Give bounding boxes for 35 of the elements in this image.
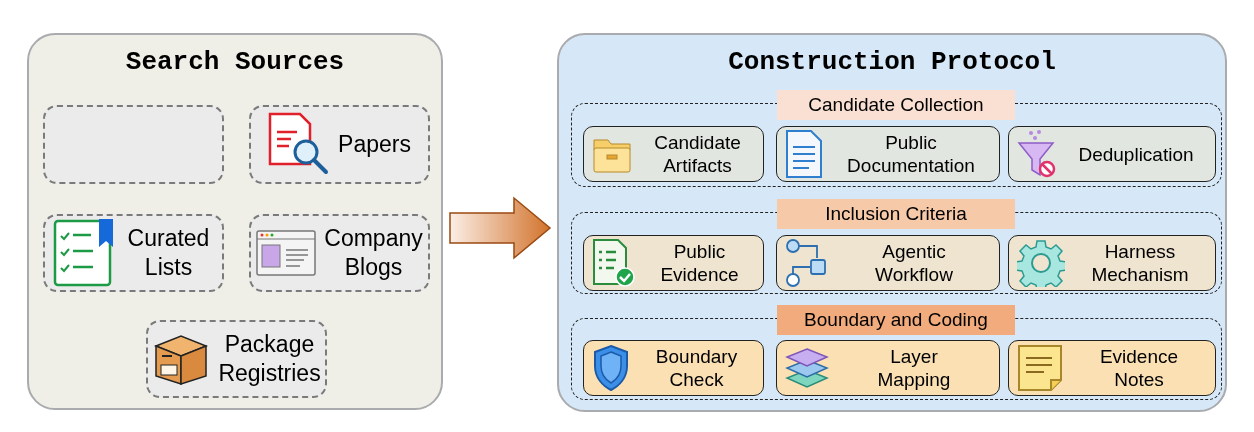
step-card (1008, 340, 1216, 396)
source-label: Package Registries (218, 330, 321, 388)
stage-heading: Boundary and Coding (777, 305, 1015, 335)
source-card (249, 214, 430, 292)
block-arrow (449, 196, 552, 260)
source-card (43, 214, 224, 292)
step-label: Agentic Workflow (874, 240, 954, 286)
step-card (776, 126, 1000, 182)
source-label: Company Blogs (324, 224, 423, 282)
panel (557, 33, 1227, 412)
step-label: Evidence Notes (1098, 345, 1180, 391)
empty-card (43, 105, 224, 184)
step-label: Harness Mechanism (1090, 240, 1190, 286)
stage-heading: Inclusion Criteria (777, 199, 1015, 229)
source-card (249, 105, 430, 184)
stage-heading: Candidate Collection (777, 90, 1015, 120)
source-label: Papers (338, 130, 411, 159)
panel-title: Construction Protocol (727, 46, 1057, 79)
panel-title: Search Sources (124, 46, 346, 79)
step-card (776, 340, 1000, 396)
step-label: Candidate Artifacts (653, 131, 742, 177)
step-card (1008, 235, 1216, 291)
step-label: Boundary Check (654, 345, 739, 391)
step-card (583, 340, 764, 396)
source-label: Curated Lists (126, 224, 211, 282)
step-label: Layer Mapping (876, 345, 952, 391)
step-label: Deduplication (1078, 142, 1194, 166)
step-label: Public Documentation (846, 131, 976, 177)
step-label: Public Evidence (659, 240, 740, 286)
step-card (1008, 126, 1216, 182)
step-card (583, 126, 764, 182)
source-card (146, 320, 327, 398)
panel (27, 33, 443, 410)
step-card (583, 235, 764, 291)
step-card (776, 235, 1000, 291)
